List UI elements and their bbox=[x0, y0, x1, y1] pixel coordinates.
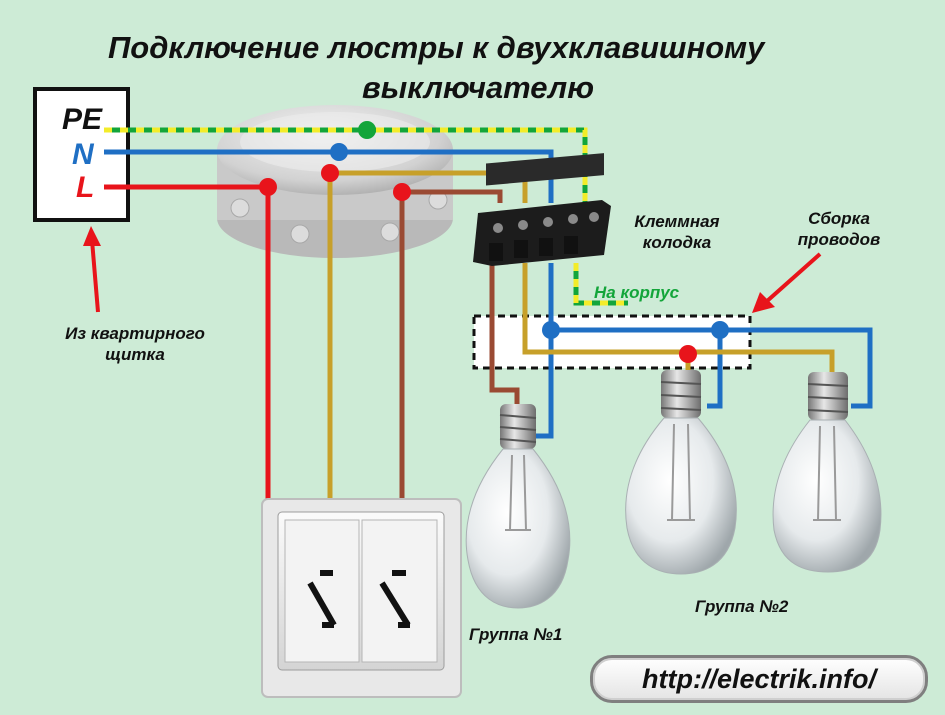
panel-caption: Из квартирного щитка bbox=[40, 323, 230, 365]
switched-wire-2 bbox=[393, 183, 520, 565]
website-badge: http://electrik.info/ bbox=[590, 655, 928, 703]
panel-caption-line1: Из квартирного bbox=[65, 324, 205, 343]
switch-contact-2 bbox=[379, 570, 411, 628]
group1-label: Группа №1 bbox=[469, 625, 563, 644]
diagram-title-line1: Подключение люстры к двухклавишному bbox=[108, 30, 765, 65]
neutral-wire bbox=[104, 143, 873, 439]
switched-wire-1 bbox=[321, 164, 835, 565]
wire-assembly-label-line2: проводов bbox=[797, 230, 881, 249]
website-url: http://electrik.info/ bbox=[641, 664, 876, 694]
wire-assembly-arrow bbox=[752, 252, 822, 313]
n-label: N bbox=[72, 138, 94, 171]
group2-label: Группа №2 bbox=[695, 597, 789, 616]
panel-caption-arrow bbox=[83, 226, 101, 313]
panel-caption-line2: щитка bbox=[105, 345, 165, 364]
double-switch bbox=[261, 498, 462, 698]
to-body-label: На корпус bbox=[594, 283, 680, 302]
lamp-group2-left bbox=[625, 370, 737, 575]
terminal-block-label-line1: Клеммная bbox=[634, 212, 720, 231]
diagram-title-line2: выключателю bbox=[362, 70, 595, 105]
wire-assembly-box bbox=[472, 314, 752, 370]
lamp-group1 bbox=[465, 404, 571, 609]
l-label: L bbox=[76, 171, 95, 204]
terminal-block bbox=[473, 153, 611, 266]
wire-assembly-label-line1: Сборка bbox=[808, 209, 870, 228]
pe-label: PE bbox=[62, 103, 103, 136]
wire-assembly-label: Сборка проводов bbox=[775, 208, 903, 250]
terminal-block-label: Клеммная колодка bbox=[612, 211, 742, 253]
lamp-group2-right bbox=[772, 372, 882, 573]
pe-ground-wire bbox=[104, 121, 628, 306]
switch-contact-1 bbox=[307, 570, 337, 628]
terminal-block-label-line2: колодка bbox=[642, 233, 712, 252]
